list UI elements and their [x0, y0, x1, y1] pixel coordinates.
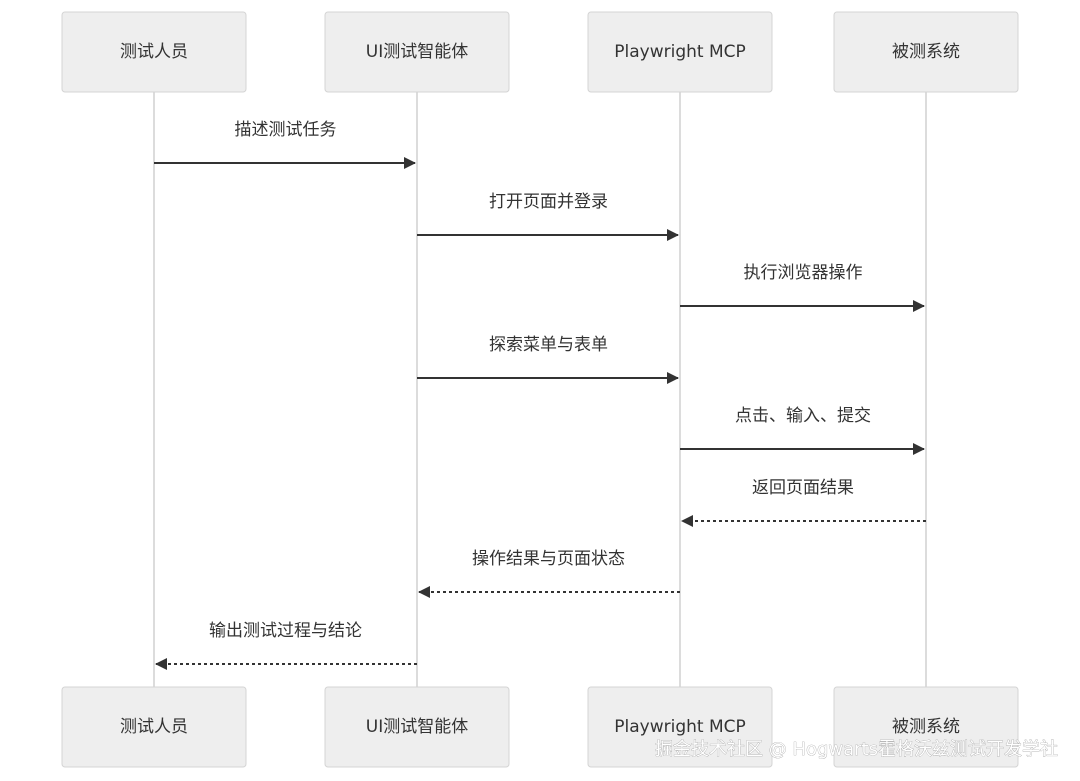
participant-mcp-top: Playwright MCP [587, 11, 773, 93]
participants-top: 测试人员 UI测试智能体 Playwright MCP 被测系统 [61, 11, 1019, 93]
participant-label: 被测系统 [892, 42, 960, 62]
participants-bottom: 测试人员 UI测试智能体 Playwright MCP 被测系统 [61, 686, 1019, 768]
message-label: 探索菜单与表单 [489, 335, 608, 355]
participant-box [587, 11, 773, 93]
participant-label: Playwright MCP [614, 717, 746, 737]
message-5: 点击、输入、提交 [680, 406, 925, 455]
message-label: 点击、输入、提交 [735, 406, 871, 426]
message-label: 操作结果与页面状态 [472, 549, 625, 569]
participant-label: UI测试智能体 [366, 42, 468, 62]
message-1: 描述测试任务 [154, 120, 416, 169]
participant-agent-top: UI测试智能体 [324, 11, 510, 93]
message-8: 输出测试过程与结论 [155, 621, 417, 670]
participant-label: 测试人员 [120, 42, 188, 62]
participant-box [324, 686, 510, 768]
participant-label: UI测试智能体 [366, 717, 468, 737]
participant-label: Playwright MCP [614, 42, 746, 62]
participant-tester-top: 测试人员 [61, 11, 247, 93]
message-2: 打开页面并登录 [417, 192, 679, 241]
message-label: 执行浏览器操作 [744, 263, 863, 283]
message-4: 探索菜单与表单 [417, 335, 679, 384]
participant-box [324, 11, 510, 93]
participant-box [833, 686, 1019, 768]
message-7: 操作结果与页面状态 [418, 549, 680, 598]
participant-tester-bottom: 测试人员 [61, 686, 247, 768]
message-3: 执行浏览器操作 [680, 263, 925, 312]
participant-label: 测试人员 [120, 717, 188, 737]
watermark: 掘金技术社区 @ Hogwarts霍格沃兹测试开发学社 [655, 739, 1058, 760]
participant-label: 被测系统 [892, 717, 960, 737]
message-label: 描述测试任务 [235, 120, 337, 140]
participant-agent-bottom: UI测试智能体 [324, 686, 510, 768]
participant-sut-bottom: 被测系统 [833, 686, 1019, 768]
participant-mcp-bottom: Playwright MCP [587, 686, 773, 768]
message-label: 输出测试过程与结论 [209, 621, 362, 641]
messages: 描述测试任务打开页面并登录执行浏览器操作探索菜单与表单点击、输入、提交返回页面结… [154, 120, 926, 670]
lifelines [153, 92, 927, 687]
participant-box [61, 686, 247, 768]
participant-box [61, 11, 247, 93]
message-6: 返回页面结果 [681, 478, 926, 527]
participant-box [833, 11, 1019, 93]
message-label: 返回页面结果 [752, 478, 854, 498]
message-label: 打开页面并登录 [489, 192, 608, 212]
participant-sut-top: 被测系统 [833, 11, 1019, 93]
participant-box [587, 686, 773, 768]
